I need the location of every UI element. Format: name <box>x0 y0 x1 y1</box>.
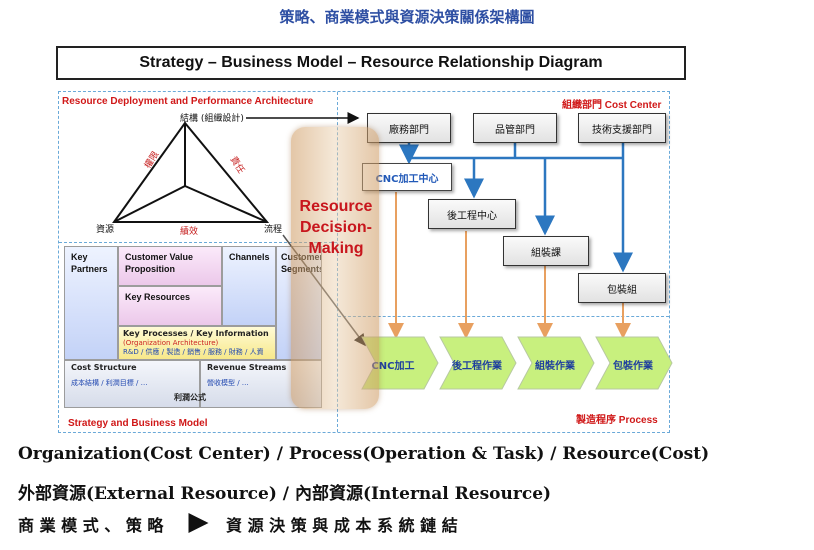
triangle-process-label: 流程 <box>264 225 283 235</box>
bottom-line-3a: 商 業 模 式 、 策 略 <box>18 516 164 535</box>
bmc-cost-structure-label: Cost Structure <box>71 363 137 372</box>
diagram-title: Strategy – Business Model – Resource Rel… <box>56 46 686 80</box>
bmc-value-proposition: Customer Value Proposition <box>118 246 222 286</box>
bmc-key-processes-items: R&D / 供應 / 製造 / 銷售 / 服務 / 財務 / 人資 <box>123 348 264 356</box>
bmc-cost-structure: Cost Structure 成本結構 / 利潤目標 / … <box>64 360 200 408</box>
bmc-key-processes: Key Processes / Key Information (Organiz… <box>118 326 276 360</box>
bmc-value-proposition-label: Customer Value Proposition <box>125 252 194 274</box>
bmc-channels-label: Channels <box>229 252 270 262</box>
bmc-channels: Channels <box>222 246 276 326</box>
bmc-key-resources-label: Key Resources <box>125 292 191 302</box>
bmc-key-processes-sub: (Organization Architecture) <box>123 339 219 347</box>
decision-label-line-3: Making <box>308 240 364 257</box>
frame-divider-right-horizontal <box>338 316 669 317</box>
left-panel-label: Resource Deployment and Performance Arch… <box>62 96 314 107</box>
frame-divider-left-horizontal <box>59 242 337 243</box>
triangle-diagram <box>112 121 270 223</box>
dept-quality: 品管部門 <box>473 113 557 143</box>
header-title: 策略、商業模式與資源決策關係架構圖 <box>279 8 535 26</box>
unit-assembly: 組裝課 <box>503 236 589 266</box>
diagram-title-text: Strategy – Business Model – Resource Rel… <box>139 54 603 71</box>
bmc-revenue-streams-label: Revenue Streams <box>207 363 287 372</box>
decision-label: Resource Decision- Making <box>294 196 378 259</box>
arrow-right-icon <box>189 516 209 530</box>
decision-label-line-2: Decision- <box>299 219 372 236</box>
bottom-line-1: Organization(Cost Center) / Process(Oper… <box>18 444 710 464</box>
bmc-profit-formula: 利潤公式 <box>174 393 206 402</box>
dept-facilities: 廠務部門 <box>367 113 451 143</box>
bmc-key-partners-label: Key Partners <box>71 252 108 274</box>
bmc-cost-items: 成本結構 / 利潤目標 / … <box>71 379 148 387</box>
bottom-line-2: 外部資源(External Resource) / 內部資源(Internal … <box>18 484 552 504</box>
process-step-post: 後工程作業 <box>452 361 502 372</box>
process-step-assembly: 組裝作業 <box>535 361 575 372</box>
diagram-frame <box>58 91 670 433</box>
dept-tech-support: 技術支援部門 <box>578 113 666 143</box>
bmc-key-resources: Key Resources <box>118 286 222 326</box>
triangle-bottom-label: 績效 <box>180 227 199 237</box>
bottom-line-3b: 資 源 決 策 與 成 本 系 統 鏈 結 <box>226 516 458 535</box>
decision-label-line-1: Resource <box>299 198 373 215</box>
unit-packaging: 包裝組 <box>578 273 666 303</box>
decision-overlay <box>291 127 379 409</box>
bmc-key-processes-label: Key Processes / Key Information <box>123 329 269 338</box>
triangle-resource-label: 資源 <box>96 225 115 235</box>
process-step-cnc: CNC加工 <box>371 361 415 372</box>
bmc-label: Strategy and Business Model <box>68 418 208 429</box>
unit-post-process: 後工程中心 <box>428 199 516 229</box>
process-step-packaging: 包裝作業 <box>613 361 653 372</box>
triangle-top-label: 結構 (組織設計) <box>180 114 244 124</box>
cost-center-label: 組織部門 Cost Center <box>562 100 662 111</box>
bmc-key-partners: Key Partners <box>64 246 118 360</box>
process-label: 製造程序 Process <box>576 415 658 426</box>
bmc-revenue-items: 營收模型 / … <box>207 379 249 387</box>
